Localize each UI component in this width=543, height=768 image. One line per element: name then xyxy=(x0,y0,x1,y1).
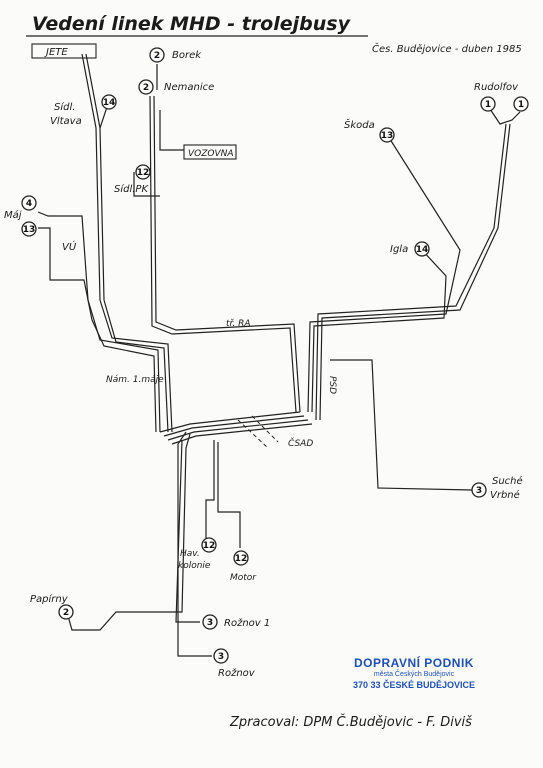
badge-rudolfov-a: 1 xyxy=(480,96,496,112)
borek-label: Borek xyxy=(172,50,202,61)
sidl-vltava-label-2: Vltava xyxy=(50,116,82,127)
svg-text:14: 14 xyxy=(103,98,116,108)
route-motor xyxy=(217,442,241,548)
jete-box[interactable]: JETE xyxy=(31,43,97,59)
route-rudolfov-1 xyxy=(315,123,507,421)
psd-label: PSD xyxy=(327,376,337,394)
route-lines xyxy=(37,53,521,657)
csad-dashed-crossing-2 xyxy=(251,415,279,443)
vozovna-box[interactable]: VOZOVNA xyxy=(183,144,237,160)
route-papirny xyxy=(67,433,191,631)
sidl-pk-label: Sídl.PK xyxy=(114,183,149,195)
badge-roznov: 3 xyxy=(213,648,229,664)
svg-text:3: 3 xyxy=(476,486,482,496)
svg-text:12: 12 xyxy=(203,541,216,551)
badge-suche-vrbne: 3 xyxy=(471,482,487,498)
hav-kolonie-label-2: kolonie xyxy=(178,561,211,571)
route-vozovna-spur xyxy=(159,110,184,151)
maj-label: Máj xyxy=(4,209,22,221)
route-skoda xyxy=(307,135,461,413)
footer-prepared-by: Zpracoval: DPM Č.Budějovic - F. Diviš xyxy=(229,714,472,730)
route-sidlpk-spur xyxy=(133,172,160,197)
vu-label: VÚ xyxy=(62,240,77,253)
svg-text:2: 2 xyxy=(63,608,69,618)
suche-vrbne-label-2: Vrbné xyxy=(490,489,520,501)
bundle-3 xyxy=(167,419,309,441)
papirny-label: Papírny xyxy=(30,593,69,605)
badge-borek: 2 xyxy=(149,47,165,63)
badge-maj-a: 4 xyxy=(21,195,37,211)
stamp-line-1: DOPRAVNÍ PODNIK xyxy=(354,656,474,670)
stamp-line-2: města Českých Budějovic xyxy=(373,671,455,678)
badge-hav-kolonie: 12 xyxy=(201,537,217,553)
route-hav-kolonie xyxy=(205,440,215,540)
map-title: Vedení linek MHD - trolejbusy xyxy=(32,13,352,35)
route-roznov-1 xyxy=(175,439,200,623)
badge-nemanice: 2 xyxy=(138,79,154,95)
svg-text:2: 2 xyxy=(154,51,160,61)
badge-jete: 14 xyxy=(101,94,117,110)
badge-sidl-pk: 12 xyxy=(135,164,151,180)
tr-ra-label: tř. RA xyxy=(226,319,251,329)
route-jete-2 xyxy=(85,53,169,433)
igla-label: Igla xyxy=(390,244,408,255)
roznov-1-label: Rožnov 1 xyxy=(224,617,270,629)
route-rudolfov-2 xyxy=(319,123,511,421)
route-maj-2 xyxy=(38,227,157,433)
stop-labels: Sídl. Vltava Borek Nemanice Sídl.PK Máj … xyxy=(4,50,523,679)
route-nemanice-2 xyxy=(153,95,301,413)
svg-text:13: 13 xyxy=(381,131,394,141)
svg-text:3: 3 xyxy=(207,618,213,628)
route-suche-vrbne xyxy=(330,359,473,491)
badge-igla: 14 xyxy=(414,241,430,257)
route-jete-1 xyxy=(81,53,173,433)
badge-roznov-1: 3 xyxy=(202,614,218,630)
svg-text:13: 13 xyxy=(23,225,36,235)
svg-text:1: 1 xyxy=(518,100,524,110)
roznov-label: Rožnov xyxy=(218,667,256,679)
hav-kolonie-label-1: Hav. xyxy=(180,549,200,559)
vozovna-label: VOZOVNA xyxy=(188,149,234,159)
nemanice-label: Nemanice xyxy=(164,82,214,93)
line-badges: 14 2 2 12 4 13 13 1 1 14 3 12 12 2 3 3 xyxy=(21,47,529,664)
badge-motor: 12 xyxy=(233,550,249,566)
jete-label: JETE xyxy=(44,47,68,58)
route-nemanice-1 xyxy=(149,95,297,413)
suche-vrbne-label-1: Suché xyxy=(492,475,523,487)
svg-text:4: 4 xyxy=(26,199,32,209)
motor-label: Motor xyxy=(230,573,257,583)
badge-papirny: 2 xyxy=(58,604,74,620)
badge-skoda: 13 xyxy=(379,127,395,143)
svg-text:14: 14 xyxy=(416,245,429,255)
badge-maj-b: 13 xyxy=(21,221,37,237)
bundle-2 xyxy=(163,415,305,437)
company-stamp: DOPRAVNÍ PODNIK města Českých Budějovic … xyxy=(334,656,494,690)
nam-1-maje-label: Nám. 1.máje xyxy=(106,375,164,385)
svg-text:12: 12 xyxy=(235,554,248,564)
svg-text:12: 12 xyxy=(137,168,150,178)
stamp-line-3: 370 33 ČESKÉ BUDĚJOVICE xyxy=(352,680,476,690)
place-date: Čes. Budějovice - duben 1985 xyxy=(372,42,522,55)
svg-text:1: 1 xyxy=(485,100,491,110)
skoda-label: Škoda xyxy=(344,118,375,131)
bundle-1 xyxy=(159,411,301,433)
route-igla xyxy=(311,249,447,413)
svg-text:2: 2 xyxy=(143,83,149,93)
rudolfov-label: Rudolfov xyxy=(474,82,519,93)
badge-rudolfov-b: 1 xyxy=(513,96,529,112)
svg-text:3: 3 xyxy=(218,652,224,662)
sidl-vltava-label-1: Sídl. xyxy=(54,101,75,113)
csad-label: ČSAD xyxy=(288,437,313,449)
route-rudolfov-loop xyxy=(487,105,521,125)
